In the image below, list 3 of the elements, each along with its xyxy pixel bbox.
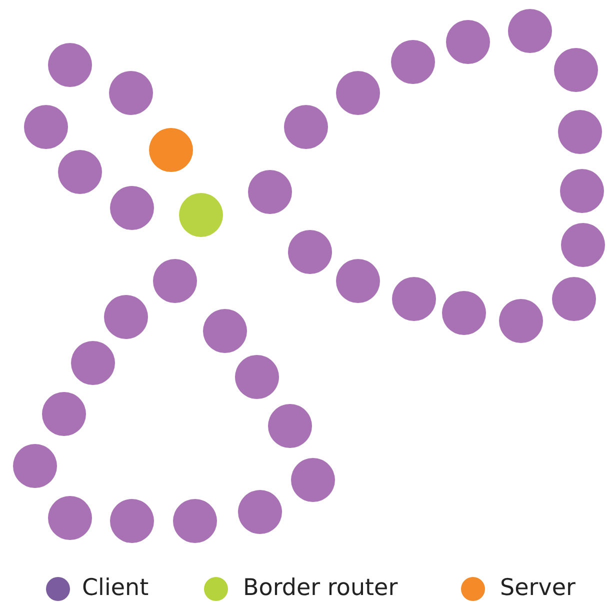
legend-label: Server: [500, 574, 576, 602]
legend-label: Client: [82, 574, 149, 602]
legend-label: Border router: [243, 574, 398, 602]
